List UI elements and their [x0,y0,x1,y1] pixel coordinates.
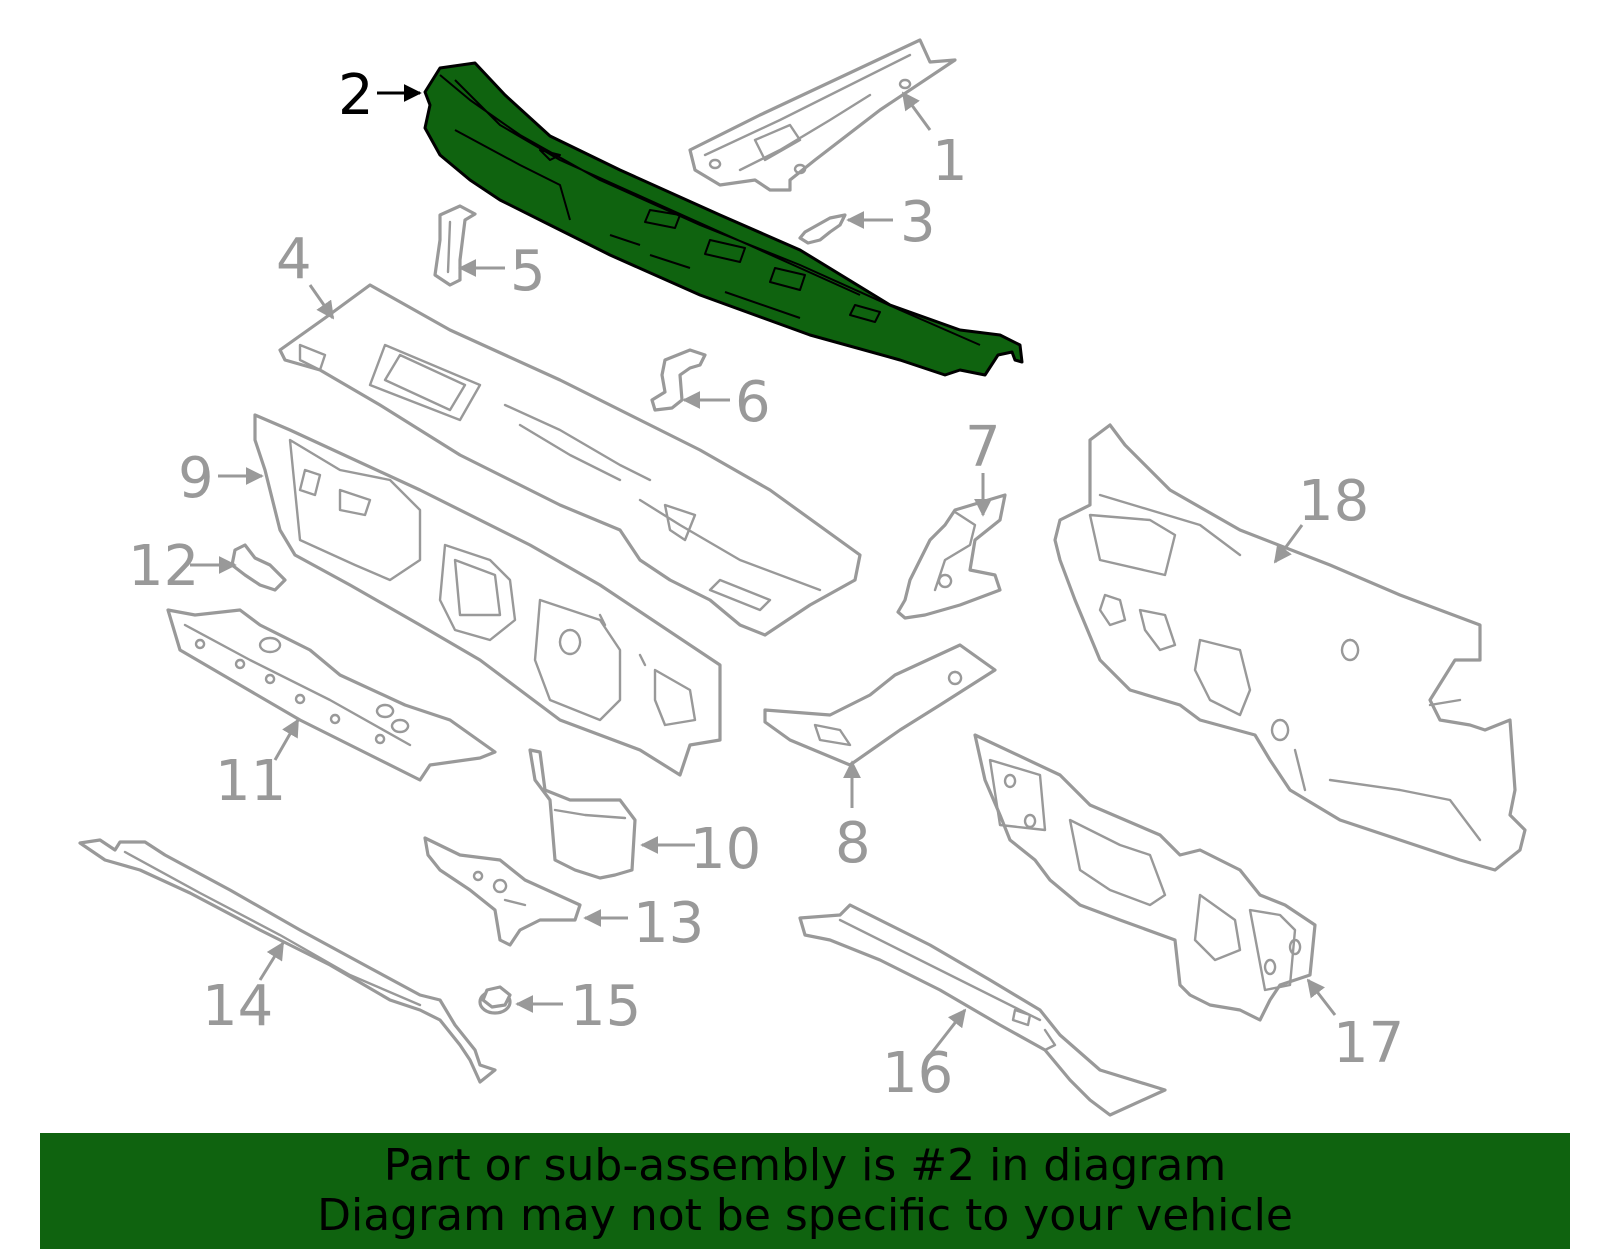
callout-15: 15 [515,974,641,1039]
callout-6-label: 6 [735,370,771,435]
part-15[interactable] [478,985,512,1015]
callout-13-label: 13 [633,891,704,956]
callout-2-label: 2 [338,63,374,128]
callout-18: 18 [1273,469,1369,564]
callout-9-label: 9 [178,446,214,511]
part-3[interactable] [798,213,847,245]
callout-10: 10 [640,817,761,882]
callout-16: 16 [882,1008,967,1106]
callout-5: 5 [458,239,546,304]
part-17[interactable] [973,733,1317,1022]
part-18[interactable] [1053,423,1527,872]
callout-15-label: 15 [570,974,641,1039]
callout-5-label: 5 [510,239,546,304]
callout-6: 6 [682,370,771,435]
callout-4-label: 4 [276,227,312,292]
callout-11-label: 11 [215,749,286,814]
callout-9: 9 [178,446,264,511]
part-12[interactable] [230,543,287,592]
part-13[interactable] [423,836,582,947]
callout-1: 1 [901,91,968,194]
callout-10-label: 10 [690,817,761,882]
callout-8: 8 [835,760,871,876]
callout-8-label: 8 [835,811,871,876]
callout-17-label: 17 [1333,1011,1404,1076]
part-1[interactable] [688,38,957,192]
part-5[interactable] [433,204,477,287]
part-7[interactable] [896,493,1007,620]
callout-3: 3 [846,190,936,255]
callout-3-label: 3 [900,190,936,255]
banner-line-1: Part or sub-assembly is #2 in diagram [383,1140,1227,1191]
part-11[interactable] [166,608,497,782]
callout-17: 17 [1306,978,1404,1076]
part-4[interactable] [278,283,862,637]
callout-4: 4 [276,227,335,320]
part-6[interactable] [650,348,707,412]
part-16[interactable] [798,903,1167,1117]
callout-14-label: 14 [202,974,273,1039]
callout-14: 14 [202,941,285,1039]
part-8[interactable] [763,643,997,767]
banner-line-2: Diagram may not be specific to your vehi… [317,1190,1293,1241]
part-2[interactable] [423,61,1024,377]
callout-12-label: 12 [128,534,199,599]
callout-16-label: 16 [882,1041,953,1106]
callout-11: 11 [215,718,300,814]
part-10[interactable] [528,748,637,880]
part-9[interactable] [253,413,722,777]
info-banner: Part or sub-assembly is #2 in diagram Di… [40,1133,1570,1249]
part-14[interactable] [78,838,497,1084]
callout-13: 13 [583,891,704,956]
callout-18-label: 18 [1298,469,1369,534]
callout-2: 2 [338,63,422,128]
callout-7: 7 [965,415,1001,517]
callout-1-label: 1 [932,129,968,194]
callout-12: 12 [128,534,237,599]
callout-7-label: 7 [965,415,1001,480]
